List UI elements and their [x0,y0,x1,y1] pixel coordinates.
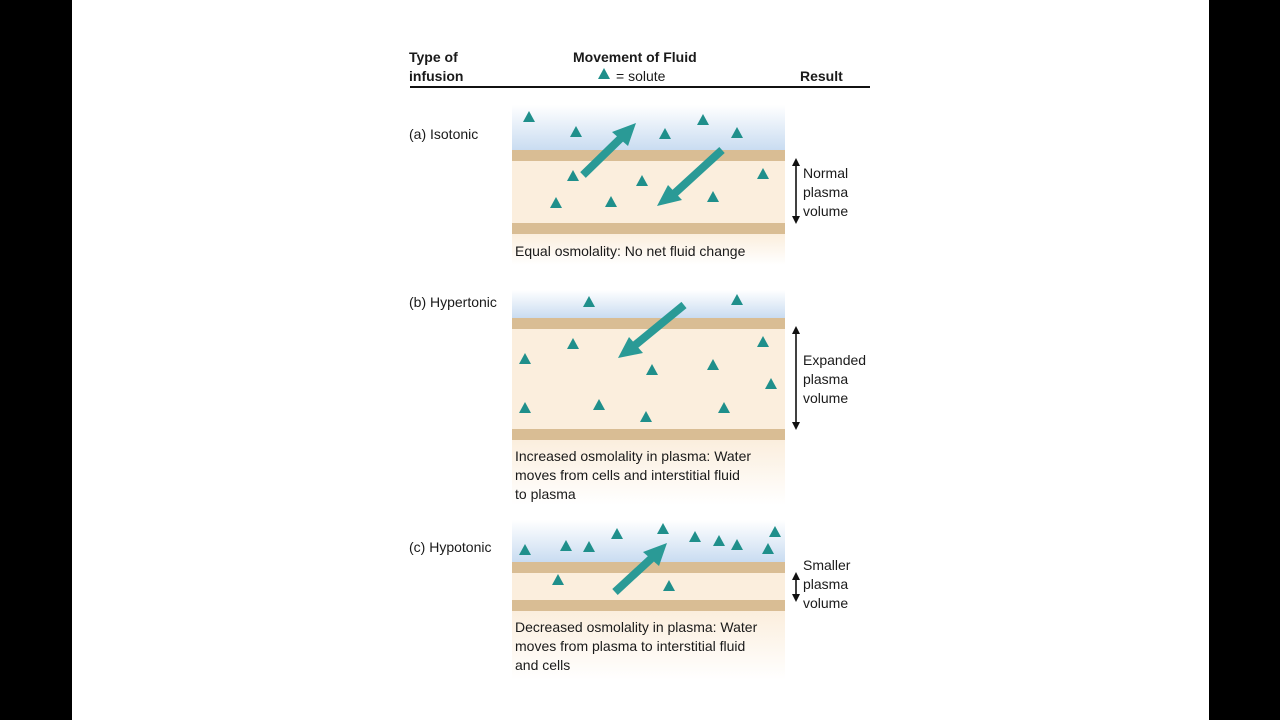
panel-a-solute-icon [757,168,769,179]
panel-b-solute-icon [718,402,730,413]
panel-c-label: (c) Hypotonic [409,539,492,555]
panel-b-solute-icon [707,359,719,370]
legend-solute-label: = solute [616,68,666,84]
panel-c-result-line: Smaller [803,557,851,573]
slide: Type of infusion Movement of Fluid = sol… [72,0,1209,720]
panel-c-arrow-shaft [612,553,657,595]
panel-c-solute-icon [769,526,781,537]
panel-a-svg [512,105,785,265]
panel-c-diagram: Decreased osmolality in plasma: Water mo… [512,520,785,680]
panel-a-cell-region [512,105,785,150]
panel-a-result-line: Normal [803,165,849,181]
panel-c-volume-arrow-icon [792,572,800,602]
panel-a-result-line: volume [803,203,849,219]
panel-a-label: (a) Isotonic [409,126,479,142]
panel-a-solute-icon [523,111,535,122]
panel-a-solute-icon [567,170,579,181]
panel-a-solute-icon [731,127,743,138]
panel-c-solute-icon [762,543,774,554]
panel-b-arrow-shaft [631,301,687,350]
panel-b-volume-arrow-icon [792,326,800,430]
panel-b-diagram: Increased osmolality in plasma: Water mo… [512,290,785,505]
panel-b-solute-icon [583,296,595,307]
panel-a-solute-icon [659,128,671,139]
panel-a-bottom-membrane [512,223,785,234]
panel-c-solute-icon [663,580,675,591]
panel-a-solute-icon [697,114,709,125]
panel-b-solute-icon [646,364,658,375]
panel-a-plasma-region [512,161,785,223]
panel-b-cell-region [512,290,785,318]
header-rule [410,86,870,88]
panel-c-solute-icon [731,539,743,550]
panel-b-bottom-membrane [512,429,785,440]
panel-c-caption-line: moves from plasma to interstitial fluid [515,638,746,654]
panel-a-top-membrane [512,150,785,161]
panel-b-caption-line: Increased osmolality in plasma: Water [515,448,752,464]
panel-b-solute-icon [757,336,769,347]
panel-c-solute-icon [611,528,623,539]
panel-b-solute-icon [765,378,777,389]
panel-c-caption-line: Decreased osmolality in plasma: Water [515,619,758,635]
panel-b-result-line: Expanded [803,352,867,368]
panel-b-caption-line: to plasma [515,486,576,502]
panel-b-arrow-head-icon [618,337,643,358]
panel-b-svg [512,290,785,505]
panel-b-result-line: plasma [803,371,849,387]
panel-c-top-membrane [512,562,785,573]
panel-a-solute-icon [707,191,719,202]
panel-a-solute-icon [550,197,562,208]
panel-a-arrow-up-head-icon [612,123,636,146]
panel-b-label: (b) Hypertonic [409,294,497,310]
panel-c-solute-icon [552,574,564,585]
panel-a-volume-arrow-icon [792,158,800,224]
header-type-of-infusion-line1: Type of [409,49,458,65]
panel-b-solute-icon [519,353,531,364]
panel-a-result-line: plasma [803,184,849,200]
panel-b-solute-icon [731,294,743,305]
panel-c-caption-bg [512,611,785,680]
panel-a-arrow-down-head-icon [657,185,682,206]
panel-b-solute-icon [640,411,652,422]
panel-c-solute-icon [560,540,572,551]
panel-c-solute-icon [689,531,701,542]
panel-c-solute-icon [519,544,531,555]
solute-legend-icon [598,68,610,79]
panel-c-arrow-head-icon [643,543,667,566]
panel-a-arrow-down-shaft [672,147,725,196]
panel-b-plasma-region [512,329,785,429]
panel-c-caption-line: and cells [515,657,571,673]
panel-c-result-line: plasma [803,576,849,592]
header-type-of-infusion-line2: infusion [409,68,464,84]
header-result: Result [800,68,843,84]
panel-a-solute-icon [605,196,617,207]
panel-c-solute-icon [583,541,595,552]
panel-b-caption-bg [512,440,785,505]
panel-b-top-membrane [512,318,785,329]
panel-a-solute-icon [570,126,582,137]
panel-c-svg [512,520,785,680]
panel-c-solute-icon [713,535,725,546]
panel-a-arrow-up-shaft [580,134,625,178]
panel-b-solute-icon [567,338,579,349]
panel-c-result-line: volume [803,595,849,611]
panel-b-caption-line: moves from cells and interstitial fluid [515,467,740,483]
header-movement-of-fluid: Movement of Fluid [573,49,697,65]
panel-a-solute-icon [636,175,648,186]
panel-c-bottom-membrane [512,600,785,611]
panel-c-solute-icon [657,523,669,534]
panel-a-diagram: Equal osmolality: No net fluid change [512,105,785,265]
panel-b-solute-icon [593,399,605,410]
panel-a-caption-bg [512,234,785,265]
panel-a-caption-line: Equal osmolality: No net fluid change [515,243,746,259]
panel-b-solute-icon [519,402,531,413]
panel-b-result-line: volume [803,390,849,406]
panel-c-plasma-region [512,573,785,600]
